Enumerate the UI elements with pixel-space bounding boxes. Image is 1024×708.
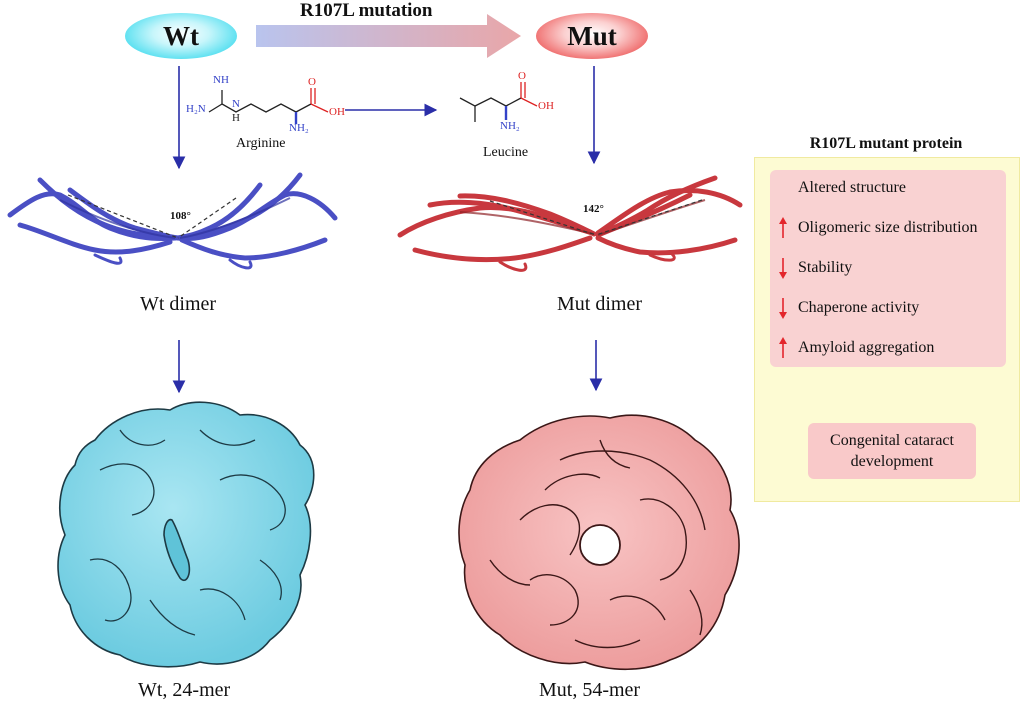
outcome-box: Congenital cataract development bbox=[808, 423, 976, 479]
leu-nh2-label: NH₂ bbox=[500, 120, 520, 132]
effect-item: Chaperone activity bbox=[776, 296, 919, 320]
arginine-structure bbox=[208, 88, 329, 124]
wt-oligomer-surface bbox=[57, 401, 315, 668]
wt-angle-label: 108° bbox=[170, 210, 191, 222]
wt-label: Wt bbox=[163, 20, 199, 51]
arg-n-label: N bbox=[232, 98, 240, 110]
leucine-structure bbox=[459, 82, 538, 122]
leu-o-label: O bbox=[518, 70, 526, 82]
wt-oligomer-caption: Wt, 24-mer bbox=[138, 679, 231, 701]
effect-item: Amyloid aggregation bbox=[776, 336, 934, 360]
effect-label: Amyloid aggregation bbox=[798, 339, 935, 356]
mut-dimer-caption: Mut dimer bbox=[557, 293, 642, 315]
decrease-arrow-icon bbox=[779, 298, 787, 319]
arg-nh-label: NH bbox=[213, 74, 229, 86]
wt-dimer-caption: Wt dimer bbox=[140, 293, 217, 315]
arg-o-label: O bbox=[308, 76, 316, 88]
mut-label: Mut bbox=[567, 20, 617, 51]
effect-item: Oligomeric size distribution bbox=[776, 216, 978, 240]
mutation-label: R107L mutation bbox=[300, 0, 433, 21]
mut-pill: Mut bbox=[536, 13, 648, 59]
arginine-name: Arginine bbox=[236, 136, 286, 151]
mutation-arrow bbox=[256, 14, 521, 58]
wt-angle-line-right bbox=[177, 197, 237, 239]
leucine-name: Leucine bbox=[483, 145, 529, 160]
effect-label: Chaperone activity bbox=[798, 299, 920, 316]
decrease-arrow-icon bbox=[779, 258, 787, 279]
wt-dimer-ribbon-dark bbox=[59, 197, 291, 239]
effect-item: Stability bbox=[776, 256, 852, 280]
mut-oligomer-caption: Mut, 54-mer bbox=[539, 679, 641, 701]
effect-label: Stability bbox=[798, 259, 853, 276]
leu-oh-label: OH bbox=[538, 100, 554, 112]
effect-label: Altered structure bbox=[798, 179, 906, 196]
wt-pill: Wt bbox=[125, 13, 237, 59]
arg-nh2-label: NH₂ bbox=[289, 122, 309, 134]
increase-arrow-icon bbox=[779, 337, 787, 358]
arg-h-label: H bbox=[232, 112, 240, 124]
effect-label: Oligomeric size distribution bbox=[798, 219, 978, 236]
outcome-text: Congenital cataract development bbox=[830, 432, 954, 470]
mut-oligomer-surface bbox=[458, 414, 740, 671]
arg-h2n-label: H₂N bbox=[186, 103, 206, 115]
panel-title: R107L mutant protein bbox=[809, 135, 963, 152]
mut-angle-line-right bbox=[595, 199, 703, 236]
wt-angle-line-left bbox=[67, 194, 179, 239]
effect-item: Altered structure bbox=[776, 176, 906, 200]
increase-arrow-icon bbox=[779, 217, 787, 238]
mut-angle-label: 142° bbox=[583, 203, 604, 215]
mut-dimer-ribbon bbox=[397, 175, 743, 272]
mut-angle-line-left bbox=[489, 200, 597, 236]
arg-oh-label: OH bbox=[329, 106, 345, 118]
